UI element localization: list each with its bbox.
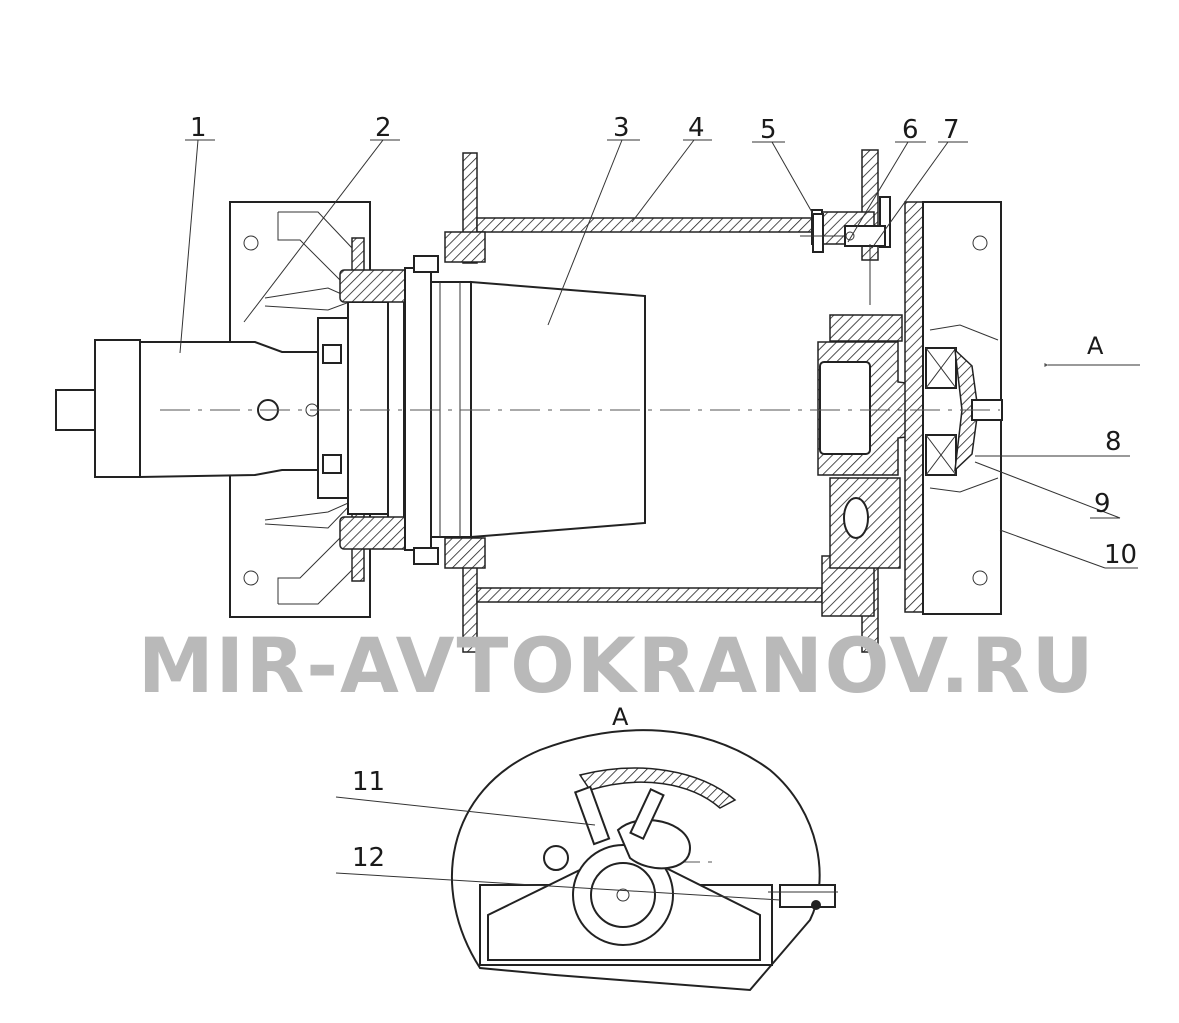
drum [444, 149, 891, 653]
part-label-7: 7 [943, 115, 960, 145]
hydraulic-motor [55, 269, 411, 550]
drum-lock [800, 213, 886, 305]
main-section-view [55, 149, 1140, 863]
part-label-10: 10 [1104, 540, 1137, 570]
part-label-5: 5 [760, 115, 777, 145]
part-label-4: 4 [688, 113, 705, 143]
watermark: MIR-AVTOKRANOV.RU [138, 621, 1095, 710]
right-support [817, 201, 1003, 615]
leader-lines [179, 139, 1138, 901]
section-view-label: A [612, 703, 629, 731]
view-arrow-label: A [1087, 332, 1104, 360]
part-label-2: 2 [375, 113, 392, 143]
part-label-6: 6 [902, 115, 919, 145]
part-label-11: 11 [352, 767, 385, 797]
part-label-8: 8 [1105, 427, 1122, 457]
part-label-3: 3 [613, 113, 630, 143]
view-a [451, 729, 838, 992]
part-label-1: 1 [190, 113, 207, 143]
part-label-9: 9 [1094, 489, 1111, 519]
part-label-12: 12 [352, 843, 385, 873]
part-labels: 1 2 3 4 5 6 7 8 9 10 11 12 A A [190, 113, 1137, 873]
